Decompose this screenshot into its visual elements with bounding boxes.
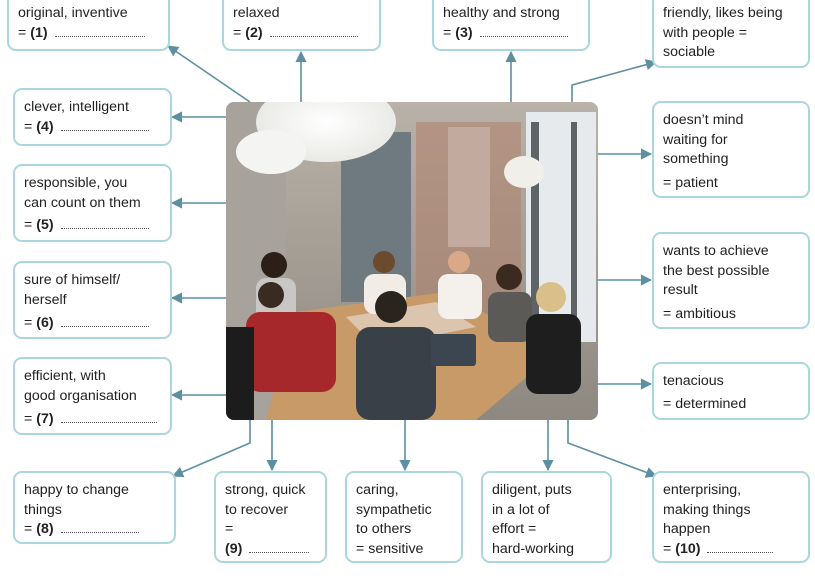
box-13-line-3: = [225,521,234,537]
answer-blank-9[interactable] [249,540,310,553]
box-5-equals: = [24,118,33,135]
blank-number-10: (10) [675,540,701,557]
descriptor-box-14: caring, sympathetic to others = sensitiv… [345,471,463,563]
box-12-line-1: happy to change [24,482,129,498]
descriptor-box-11: tenacious = determined [652,362,810,420]
box-9-line-1: sure of himself/ [24,272,121,288]
box-14-line-1: caring, [356,482,399,498]
meeting-photo [226,102,598,420]
answer-blank-5[interactable] [60,216,149,229]
box-7-equals: = [24,217,33,233]
box-5-line-1: clever, intelligent [24,99,129,115]
box-7-line-2: can count on them [24,194,141,211]
blank-number-9: (9) [225,540,243,557]
box-2-equals: = [233,24,242,41]
blank-number-8: (8) [36,521,54,537]
box-15-line-1: diligent, puts [492,482,572,498]
box-14-line-3: to others [356,521,412,537]
box-16-line-1: enterprising, [663,482,742,498]
box-16-line-3: happen [663,521,711,537]
descriptor-box-4: friendly, likes being with people = soci… [652,0,810,68]
descriptor-box-9: sure of himself/ herself = (6) [13,261,172,339]
box-4-line-2: with people = [663,24,748,41]
box-10-line-2: good organisation [24,387,137,404]
box-9-equals: = [24,315,33,331]
box-14-line-2: sympathetic [356,501,432,518]
connector-1 [167,45,251,103]
descriptor-box-13: strong, quick to recover = (9) [214,471,327,563]
box-8-line-1: wants to achieve [663,243,769,259]
answer-blank-3[interactable] [479,24,568,37]
answer-blank-7[interactable] [60,410,157,423]
box-15-line-3: effort = [492,521,537,537]
box-4-line-3: sociable [663,44,716,60]
box-11-line-1: tenacious [663,373,724,389]
box-10-line-1: efficient, with [24,368,106,384]
descriptor-box-8: wants to achieve the best possible resul… [652,232,810,329]
descriptor-box-15: diligent, puts in a lot of effort = hard… [481,471,612,563]
descriptor-box-7: responsible, you can count on them = (5) [13,164,172,242]
box-8-line-3: result [663,282,698,298]
blank-number-7: (7) [36,411,54,427]
box-1-line-1: original, inventive [18,5,128,21]
box-4-line-1: friendly, likes being [663,5,783,21]
descriptor-box-2: relaxed = (2) [222,0,381,51]
descriptor-box-6: doesn’t mind waiting for something = pat… [652,101,810,198]
connector-12 [171,420,251,478]
box-10-equals: = [24,411,33,427]
box-1-equals: = [18,24,27,41]
box-7-line-1: responsible, you [24,175,128,191]
connector-4 [571,59,658,102]
descriptor-box-5: clever, intelligent = (4) [13,88,172,146]
descriptor-box-3: healthy and strong = (3) [432,0,590,51]
box-8-line-4: = ambitious [663,305,736,322]
box-15-line-4: hard-working [492,540,575,557]
box-16-equals: = [663,540,672,557]
answer-blank-10[interactable] [707,540,774,553]
box-6-line-4: = patient [663,174,718,191]
descriptor-box-16: enterprising, making things happen = (10… [652,471,810,563]
blank-number-5: (5) [36,217,54,233]
box-12-line-2: things [24,501,62,518]
box-16-line-2: making things [663,501,751,518]
box-3-equals: = [443,24,452,41]
box-8-line-2: the best possible [663,262,770,279]
blank-number-2: (2) [245,24,263,41]
answer-blank-6[interactable] [60,314,149,327]
box-15-line-2: in a lot of [492,501,550,518]
box-2-line-1: relaxed [233,5,280,21]
descriptor-box-10: efficient, with good organisation = (7) [13,357,172,435]
box-12-equals: = [24,521,33,537]
box-6-line-1: doesn’t mind [663,112,744,128]
box-11-line-2: = determined [663,395,747,412]
answer-blank-4[interactable] [60,118,149,131]
answer-blank-2[interactable] [269,24,358,37]
box-6-line-3: something [663,151,729,167]
box-9-line-2: herself [24,291,67,308]
box-3-line-1: healthy and strong [443,5,560,21]
answer-blank-1[interactable] [54,24,145,37]
box-6-line-2: waiting for [663,131,728,148]
box-14-line-4: = sensitive [356,540,424,557]
descriptor-box-12: happy to change things = (8) [13,471,176,544]
blank-number-4: (4) [36,118,54,135]
blank-number-6: (6) [36,315,54,331]
box-13-line-1: strong, quick [225,482,306,498]
blank-number-3: (3) [455,24,473,41]
descriptor-box-1: original, inventive = (1) [7,0,170,51]
connector-16 [567,420,658,478]
blank-number-1: (1) [30,24,48,41]
box-13-line-2: to recover [225,501,289,518]
answer-blank-8[interactable] [60,520,139,533]
